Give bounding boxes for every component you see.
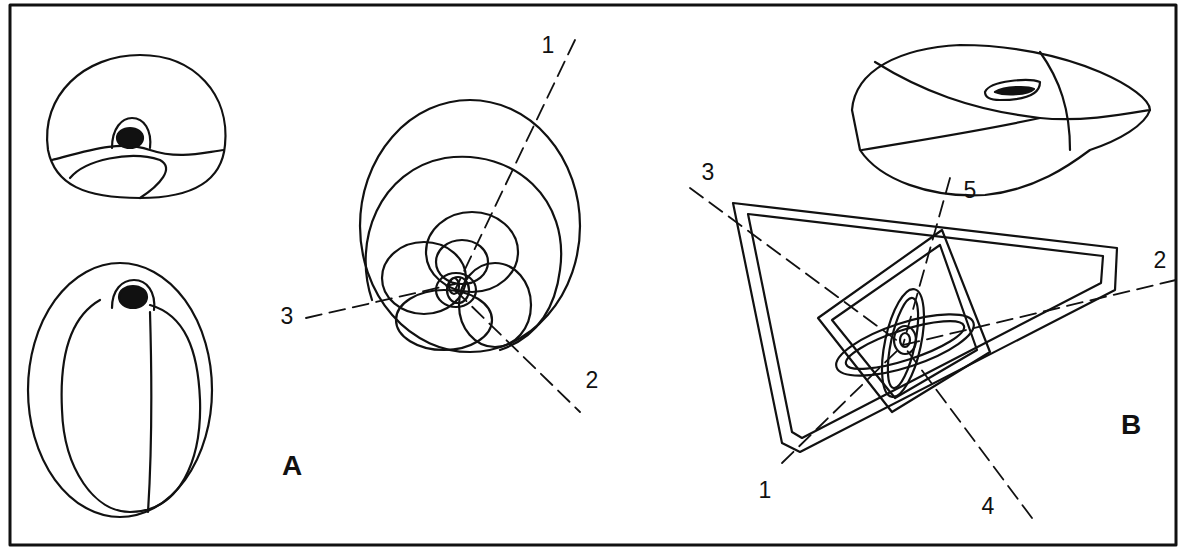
coiling-axis: [903, 178, 950, 345]
axis-number: 1: [759, 479, 772, 502]
chamber-outline: [360, 100, 580, 352]
aperture-lip: [112, 280, 154, 310]
coiling-axis: [903, 345, 1032, 518]
chamber-outline: [733, 203, 1117, 452]
chamber-suture: [148, 312, 151, 512]
chamber-outline: [366, 157, 562, 350]
chamber-suture: [70, 156, 166, 198]
chamber-suture: [862, 118, 1040, 150]
chamber-suture: [1040, 52, 1070, 150]
chamber-suture: [52, 146, 224, 160]
chamber-suture: [875, 62, 1150, 119]
frame: [10, 5, 1176, 545]
chamber-outline: [382, 242, 466, 314]
shell-outline: [47, 55, 225, 198]
chamber-outline: [62, 300, 201, 512]
axis-number: 3: [702, 161, 715, 184]
shell-outline: [28, 263, 212, 517]
aperture: [995, 87, 1034, 94]
figure-letter: B: [1121, 411, 1141, 439]
axis-number: 2: [586, 369, 599, 392]
aperture: [117, 128, 143, 148]
chamber-outline: [748, 214, 1103, 438]
coiling-axis: [690, 188, 903, 345]
chamber-outline: [447, 277, 469, 303]
chamber-outline: [818, 230, 990, 412]
aperture-lip: [112, 118, 150, 148]
figure-letter: A: [282, 452, 302, 480]
axis-number: 5: [964, 179, 977, 202]
axis-number: 3: [281, 305, 294, 328]
axis-number: 2: [1154, 249, 1167, 272]
coiling-axis: [306, 284, 455, 318]
coiling-axis: [903, 280, 1176, 345]
shell-outline: [852, 45, 1150, 195]
coiling-axis: [782, 345, 903, 463]
coiling-axis: [455, 40, 575, 290]
coiling-axis: [455, 290, 580, 412]
axis-number: 4: [982, 495, 995, 518]
chamber-outline: [459, 263, 531, 347]
axis-number: 1: [542, 34, 555, 57]
aperture: [119, 286, 147, 308]
aperture-lip: [985, 80, 1040, 100]
